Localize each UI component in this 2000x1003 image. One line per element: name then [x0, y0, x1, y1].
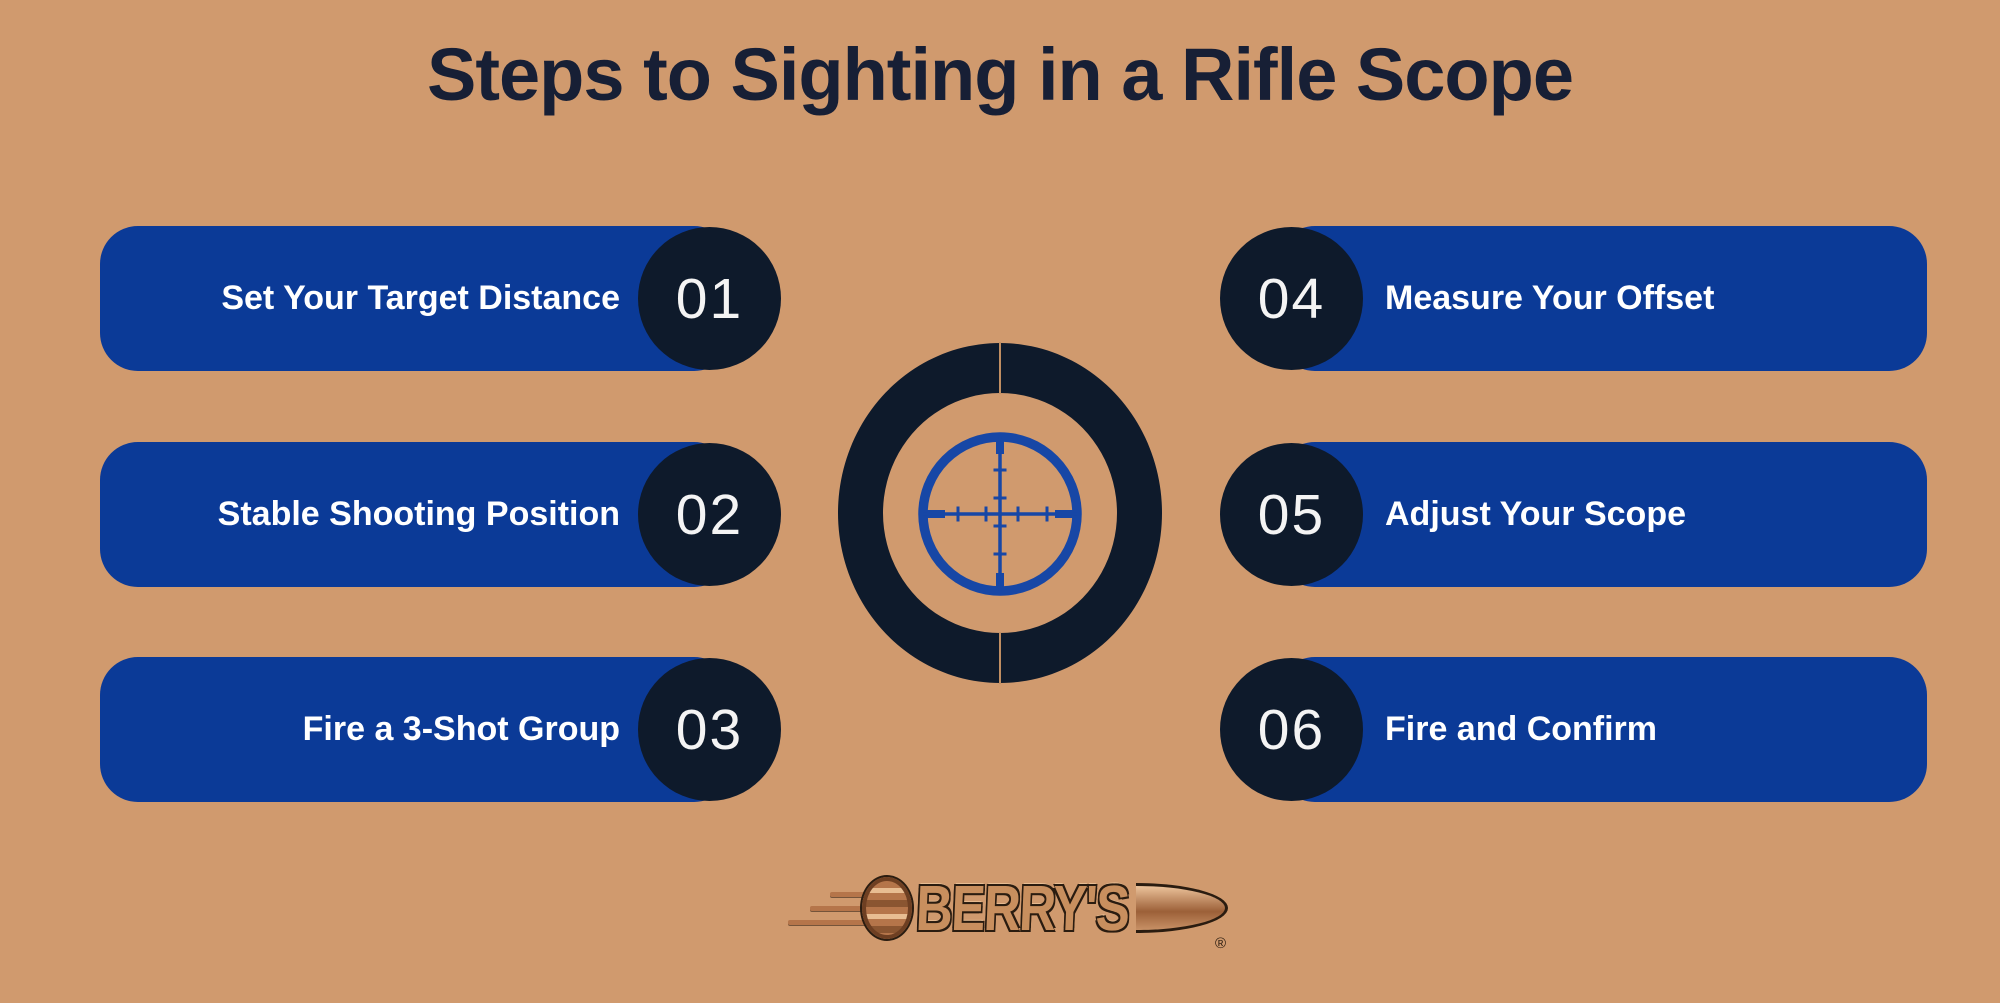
brand-name: BERRY'S	[914, 872, 1130, 944]
step-pill-5: Adjust Your Scope	[1277, 442, 1927, 587]
step-badge-1: 01	[638, 227, 781, 370]
step-badge-6: 06	[1220, 658, 1363, 801]
step-row-4: Measure Your Offset 04	[0, 226, 2000, 371]
step-label-5: Adjust Your Scope	[1385, 495, 1687, 533]
step-row-3: Fire a 3-Shot Group 03	[0, 657, 2000, 802]
step-pill-3: Fire a 3-Shot Group	[100, 657, 732, 802]
step-badge-2: 02	[638, 443, 781, 586]
step-badge-3: 03	[638, 658, 781, 801]
step-pill-2: Stable Shooting Position	[100, 442, 732, 587]
bullet-tip-icon	[1135, 883, 1228, 933]
step-badge-5: 05	[1220, 443, 1363, 586]
step-label-4: Measure Your Offset	[1385, 279, 1715, 317]
page-title: Steps to Sighting in a Rifle Scope	[427, 33, 1574, 116]
ring-seam-bottom	[999, 632, 1001, 684]
step-number-2: 02	[675, 482, 744, 547]
speed-lines-icon	[788, 891, 868, 925]
ring-seam-top	[999, 342, 1001, 394]
step-pill-1: Set Your Target Distance	[100, 226, 732, 371]
scope-target-graphic	[838, 342, 1162, 684]
step-number-1: 01	[675, 266, 744, 331]
step-badge-4: 04	[1220, 227, 1363, 370]
step-number-3: 03	[675, 697, 744, 762]
step-pill-6: Fire and Confirm	[1277, 657, 1927, 802]
bullet-casing-icon	[862, 877, 912, 939]
step-number-4: 04	[1257, 266, 1326, 331]
step-label-1: Set Your Target Distance	[221, 279, 620, 317]
step-row-1: Set Your Target Distance 01	[0, 226, 2000, 371]
step-row-6: Fire and Confirm 06	[0, 657, 2000, 802]
reticle-crosshair-icon	[918, 432, 1082, 596]
step-number-5: 05	[1257, 482, 1326, 547]
step-label-2: Stable Shooting Position	[217, 495, 620, 533]
berrys-logo: BERRY'S ®	[788, 864, 1228, 952]
step-row-2: Stable Shooting Position 02	[0, 442, 2000, 587]
step-label-6: Fire and Confirm	[1385, 710, 1658, 748]
step-label-3: Fire a 3-Shot Group	[302, 710, 620, 748]
step-row-5: Adjust Your Scope 05	[0, 442, 2000, 587]
step-pill-4: Measure Your Offset	[1277, 226, 1927, 371]
step-number-6: 06	[1257, 697, 1326, 762]
registered-mark: ®	[1214, 935, 1226, 952]
